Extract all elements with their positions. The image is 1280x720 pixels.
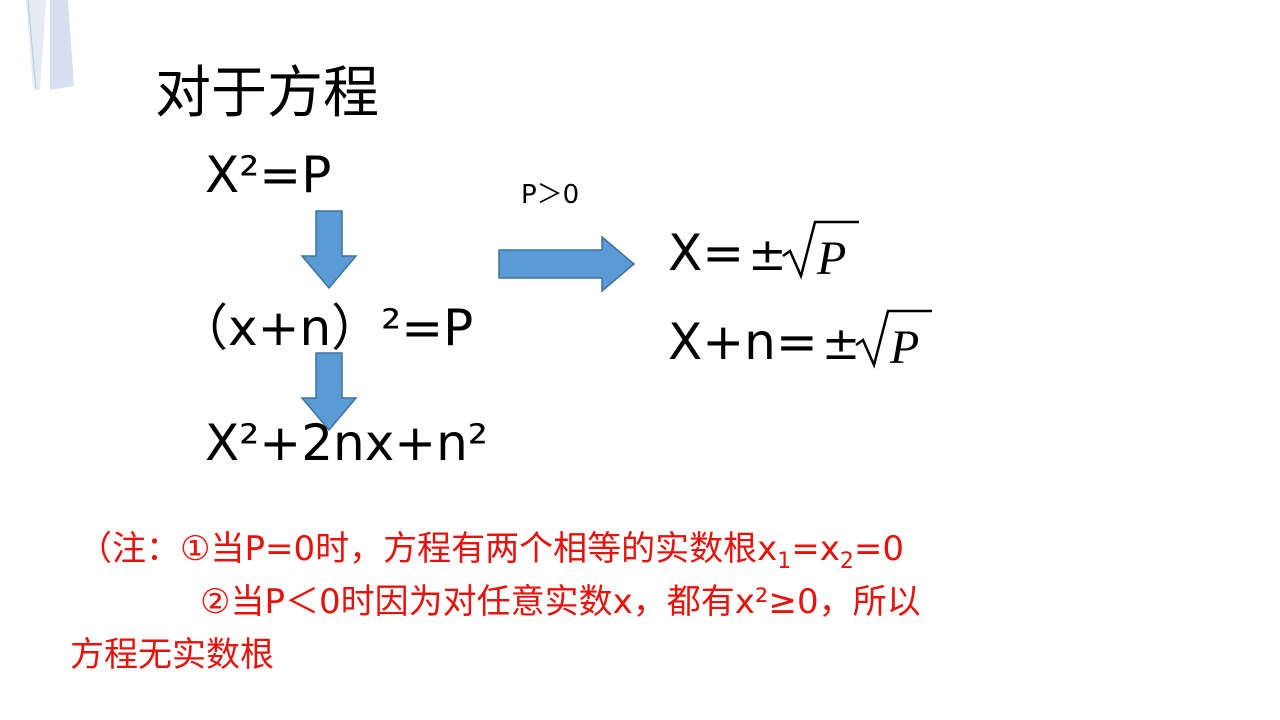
right-arrow-icon [498, 235, 636, 293]
note-line-1: （注：①当P=0时，方程有两个相等的实数根x1=x2=0 [78, 529, 904, 573]
note-line-1-suffix: =0 [853, 529, 904, 569]
result-x-plus-n: X+n=± P [668, 307, 934, 369]
down-arrow-icon [300, 210, 358, 290]
equation-x-squared-equals-p: X²=P [205, 146, 332, 204]
note-line-2: ②当P＜0时因为对任意实数x，都有x²≥0，所以 [200, 582, 921, 622]
square-root-icon: P [781, 220, 859, 280]
note-line-3: 方程无实数根 [70, 635, 274, 675]
radicand: P [816, 232, 846, 280]
slide-title: 对于方程 [155, 61, 379, 126]
down-arrow-icon [300, 352, 358, 432]
radicand: P [889, 321, 919, 369]
result-x: X=± P [668, 218, 861, 280]
equation-x-plus-n-squared: （x+n）²=P [178, 299, 474, 357]
subscript-2: 2 [839, 549, 854, 574]
condition-label: P＞0 [521, 180, 580, 210]
result-x-left: X= [668, 224, 745, 282]
corner-accent [26, 0, 74, 91]
plus-minus-symbol: ± [748, 227, 787, 281]
note-line-1-prefix: （注：①当P=0时，方程有两个相等的实数根x [78, 529, 778, 569]
plus-minus-symbol: ± [821, 316, 861, 370]
result-x-plus-n-left: X+n= [668, 313, 818, 371]
subscript-1: 1 [777, 549, 792, 574]
note-line-1-mid: =x [791, 529, 840, 569]
equation-expanded: X²+2nx+n² [205, 414, 488, 472]
square-root-icon: P [855, 309, 933, 369]
